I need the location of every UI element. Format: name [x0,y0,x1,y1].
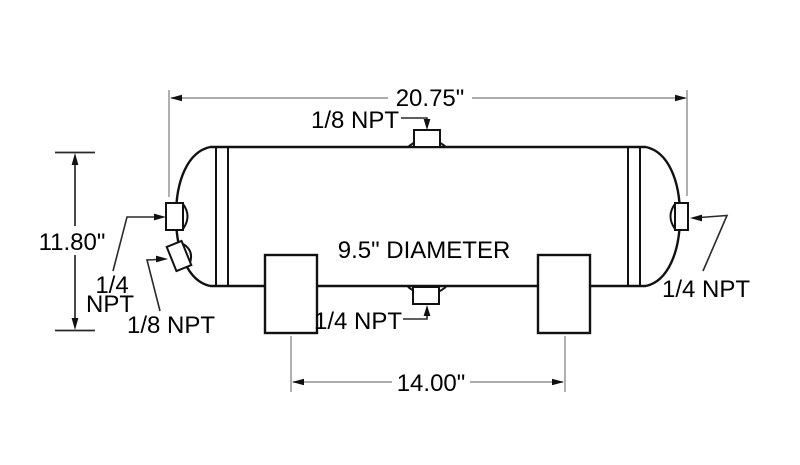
port-leaders [112,117,729,320]
bottom-port-fitting [407,286,447,305]
height-arrow-top [71,153,79,165]
length-dimension: 20.75" [168,85,688,197]
height-dimension-label: 11.80" [39,229,106,256]
bottom-port-leader-arrow [423,305,431,316]
port-labels: 1/8 NPT 1/4 NPT 1/8 NPT 1/4 NPT 1/4 NPT [86,107,750,339]
bottom-port-leader [403,314,428,320]
left-lower-port-leader [145,258,161,312]
left-upper-port-weld-dome [182,203,189,230]
top-port-leader [401,117,428,122]
left-lower-port-fitting [165,239,193,273]
height-dimension: 11.80" [39,151,106,332]
top-port-bung [413,129,441,148]
foot-arrow-right [552,378,564,386]
mounting-feet [263,253,592,335]
left-lower-port-bung [165,239,193,273]
right-port-leader-arrow [690,214,702,222]
right-port-bung [674,202,689,231]
foot-spacing-label: 14.00" [397,370,466,397]
length-dimension-label: 20.75" [396,85,465,112]
left-lower-port-leader-arrow [156,255,168,263]
left-upper-port-fitting [165,202,189,231]
length-arrow-left [170,94,182,102]
top-port-leader-arrow [423,119,431,130]
left-upper-port-label-line1: 1/4 [95,272,128,299]
top-port-label: 1/8 NPT [311,107,399,134]
left-upper-port-bung [165,202,184,231]
tank-body [174,145,682,288]
left-upper-port-leader-arrow [154,213,166,221]
left-lower-port-label: 1/8 NPT [127,312,215,339]
top-port-fitting [407,129,447,148]
length-arrow-right [675,94,687,102]
right-port-label: 1/4 NPT [662,276,750,303]
diameter-note: 9.5" DIAMETER [338,237,511,264]
bottom-port-bung [412,286,440,305]
right-port-leader [699,214,729,272]
bottom-port-label: 1/4 NPT [314,308,402,335]
left-mounting-foot [263,253,319,335]
left-upper-port-label-line2: NPT [86,291,134,318]
right-mounting-foot [536,253,592,335]
right-port-fitting [669,202,689,231]
foot-spacing-dimension: 14.00" [290,336,566,397]
foot-arrow-left [292,378,304,386]
left-lower-port-weld-dome [182,242,193,263]
right-port-weld-dome [669,203,676,230]
height-arrow-bottom [71,318,79,330]
left-upper-port-leader [112,216,156,272]
